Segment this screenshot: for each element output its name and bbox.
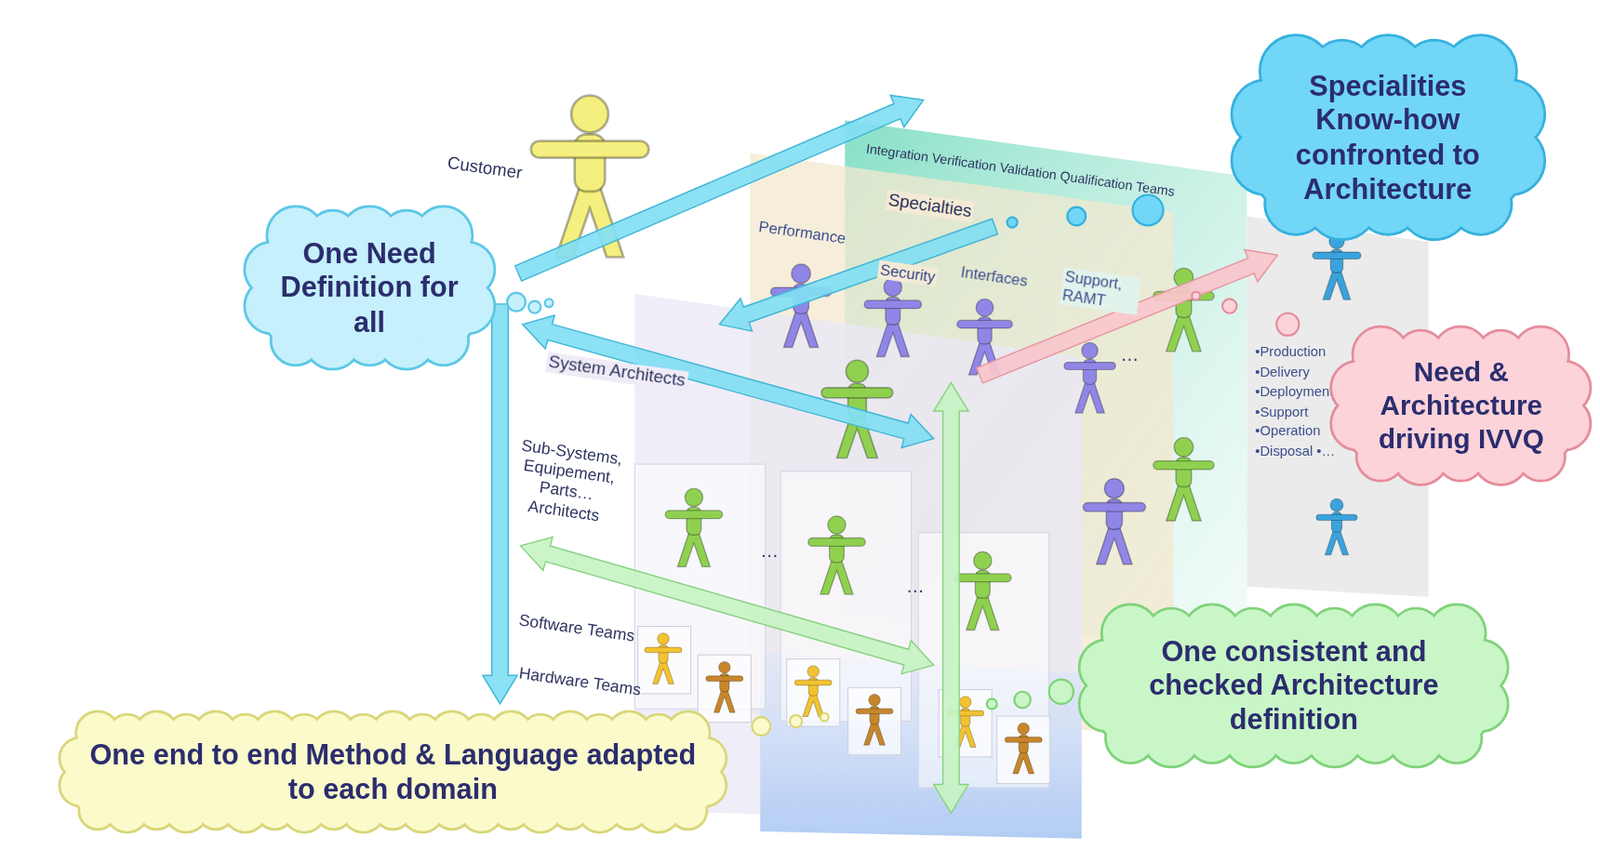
cloud-text: Need & Architecture driving IVVQ (1361, 356, 1561, 456)
cloud-text-block: Need & Architecture driving IVVQ (1361, 356, 1561, 456)
thought-bubble (751, 717, 771, 736)
thought-bubble (1007, 217, 1018, 228)
thought-bubble (528, 301, 541, 314)
flow-arrow (933, 382, 969, 814)
team-box (848, 687, 902, 755)
flow-arrow (515, 94, 924, 281)
cloud-outline (1080, 605, 1507, 766)
lifecycle-figure (1312, 233, 1361, 300)
thought-bubble (1191, 292, 1200, 301)
cloud-part (686, 766, 726, 806)
cloud-text: One end to end Method & Language adapted… (86, 738, 699, 808)
cloud-part (686, 766, 726, 806)
cloud-part (60, 766, 100, 806)
flow-arrow (482, 304, 518, 705)
flow-arrow (520, 536, 934, 674)
cloud-part (1333, 398, 1385, 450)
thought-bubble (820, 713, 829, 722)
cloud-shape (44, 698, 741, 847)
cloud-fill (1080, 605, 1507, 766)
cloud-text: One consistent and checked Architecture … (1109, 634, 1478, 738)
cloud-fill (245, 207, 494, 368)
cloud-text-block: One end to end Method & Language adapted… (86, 738, 699, 808)
cloud-part (1333, 398, 1385, 450)
subsystem-box (780, 471, 911, 722)
team-box (997, 716, 1051, 784)
cloud-text-block: One Need Definition for all (275, 236, 465, 340)
thought-cloud: One end to end Method & Language adapted… (70, 723, 716, 821)
cloud-part (1232, 127, 1299, 194)
cloud-fill (1232, 36, 1544, 239)
cloud-part (1538, 398, 1590, 450)
thought-bubble (545, 298, 554, 307)
specialist-figure (1082, 479, 1146, 565)
software-figure (644, 633, 682, 685)
cloud-outline (245, 207, 494, 368)
cloud-fill (1333, 328, 1590, 485)
thought-bubble (506, 293, 526, 312)
cloud-outline (60, 713, 725, 832)
cloud-part (60, 766, 100, 806)
cloud-text-block: One consistent and checked Architecture … (1109, 634, 1478, 738)
lifecycle-figure (1316, 498, 1358, 556)
thought-cloud: Specialities Know-how confronted to Arch… (1249, 54, 1527, 221)
thought-cloud: Need & Architecture driving IVVQ (1345, 342, 1577, 470)
software-figure (794, 666, 832, 718)
cloud-part (1232, 127, 1299, 194)
cloud-part (1454, 678, 1508, 732)
cloud-part (1538, 398, 1590, 450)
architect-figure (954, 551, 1012, 630)
cloud-outline (1333, 328, 1590, 485)
cloud-part (1477, 127, 1544, 194)
thought-cloud: One consistent and checked Architecture … (1093, 620, 1494, 752)
thought-bubble (789, 715, 802, 728)
hardware-figure (855, 693, 894, 746)
cloud-part (1080, 678, 1134, 732)
cloud-text: One Need Definition for all (275, 236, 465, 340)
architect-figure (808, 516, 866, 595)
thought-bubble (1133, 195, 1164, 227)
thought-cloud: One Need Definition for all (258, 222, 480, 354)
layer-label: … (760, 540, 779, 563)
layer-label: Software Teams (518, 610, 637, 646)
flow-arrow (976, 249, 1279, 383)
cloud-outline (1232, 36, 1544, 239)
layer-label: Hardware Teams (518, 663, 643, 700)
specialist-figure (1064, 342, 1116, 414)
team-box (697, 654, 751, 722)
thought-bubble (1222, 298, 1237, 313)
cloud-text: Specialities Know-how confronted to Arch… (1265, 68, 1510, 206)
layer-label: … (906, 576, 925, 600)
layer-label: … (1120, 345, 1139, 368)
layer-label: Customer (446, 153, 524, 185)
layer-label: Sub-Systems, Equipement, Parts… Architec… (499, 433, 637, 529)
architect-figure (665, 488, 722, 567)
specialist-figure (864, 278, 921, 357)
cloud-part (1454, 678, 1508, 732)
thought-bubble (1276, 313, 1299, 336)
thought-bubble (1066, 207, 1086, 227)
thought-bubble (1049, 680, 1074, 705)
cloud-shape (1209, 15, 1566, 261)
flow-arrow (522, 315, 934, 448)
thought-bubble (1013, 692, 1031, 709)
cloud-fill (60, 713, 725, 832)
hardware-figure (1004, 722, 1042, 774)
cloud-text-block: Specialities Know-how confronted to Arch… (1265, 68, 1510, 206)
cloud-part (1477, 127, 1544, 194)
thought-bubble (986, 698, 998, 709)
tester-figure (1153, 437, 1214, 521)
hardware-figure (706, 661, 744, 713)
cloud-part (1080, 678, 1134, 732)
team-box (638, 626, 692, 694)
